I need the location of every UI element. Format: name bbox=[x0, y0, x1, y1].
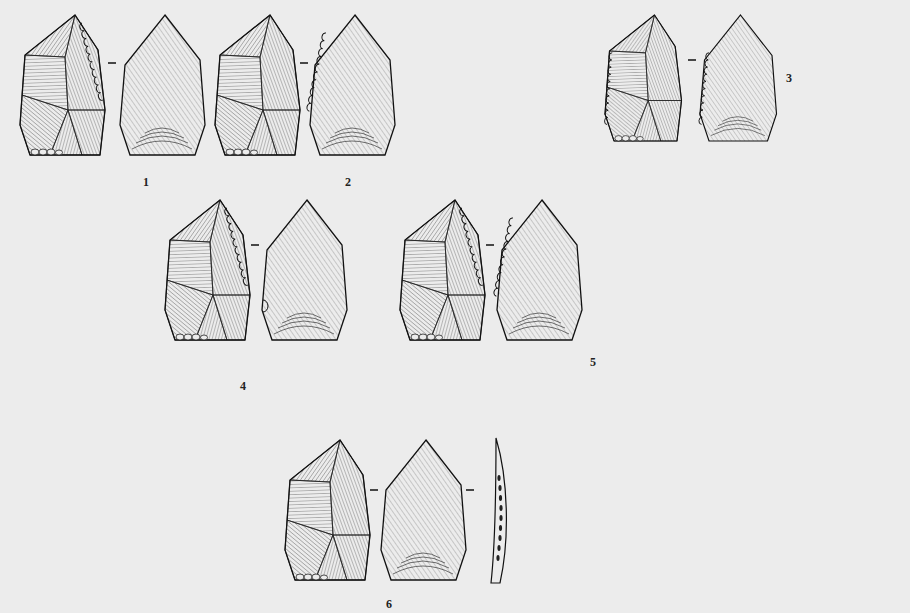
figure-number: 1 bbox=[143, 176, 149, 188]
artifact-figure bbox=[20, 15, 205, 155]
figure-number: 5 bbox=[590, 356, 596, 368]
artifact-figure bbox=[285, 438, 506, 583]
artifact-figure bbox=[165, 200, 347, 340]
figure-number: 3 bbox=[786, 72, 792, 84]
figure-number: 2 bbox=[345, 176, 351, 188]
figure-number: 6 bbox=[386, 598, 392, 610]
artifact-figure bbox=[215, 15, 395, 155]
figure-number: 4 bbox=[240, 380, 246, 392]
artifact-figure bbox=[604, 15, 776, 141]
artifact-figure bbox=[400, 200, 582, 340]
